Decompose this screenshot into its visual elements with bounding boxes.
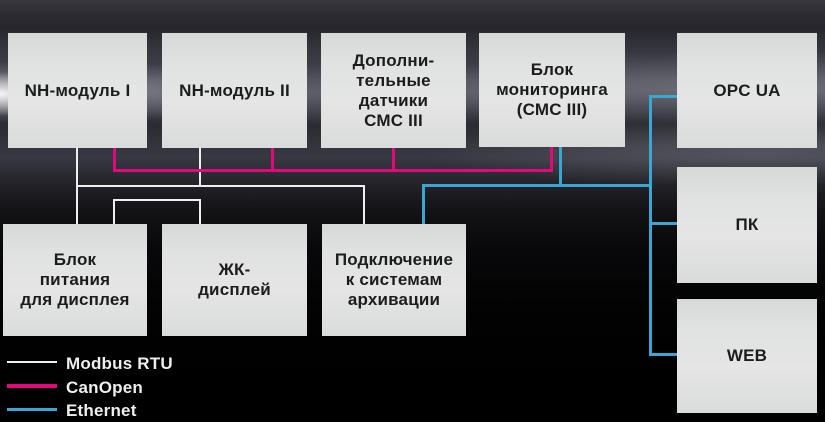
ethernet-line-segment — [649, 95, 677, 98]
box-label-line: Дополни- — [352, 50, 435, 70]
box-monitoring-unit: Блок мониторинга (СМС III) — [479, 33, 625, 147]
box-label-line: Блок — [530, 60, 574, 79]
box-label-line: OPC UA — [713, 80, 781, 100]
box-label-line: СМС III — [364, 110, 423, 130]
box-label-line: (СМС III) — [516, 100, 588, 119]
ethernet-line-segment — [422, 184, 652, 187]
canopen-legend-line — [7, 384, 57, 388]
ethernet-legend-line — [7, 408, 57, 411]
canopen-line-segment — [113, 148, 116, 172]
box-label-line: WEB — [726, 346, 768, 365]
box-label-line: мониторинга — [496, 80, 608, 99]
box-label-line: тельные — [356, 70, 431, 90]
box-archiving-systems: Подключение к системам архивации — [322, 224, 466, 336]
canopen-line-segment — [113, 169, 553, 172]
canopen-legend-label: CanOpen — [66, 378, 143, 397]
modbus-line-segment — [363, 185, 365, 224]
canopen-line-segment — [392, 148, 395, 172]
ethernet-line-segment — [649, 222, 677, 225]
canopen-line-segment — [550, 147, 553, 172]
modbus-line-segment — [199, 199, 201, 224]
box-label-line: для дисплея — [20, 290, 130, 309]
box-label-line: датчики — [358, 90, 429, 110]
box-pc: ПК — [677, 167, 817, 283]
box-label-line: Подключение — [334, 250, 454, 269]
box-opc-ua: OPC UA — [677, 33, 817, 148]
box-nh-module-2: NH-модуль II — [162, 33, 307, 148]
modbus-line-segment — [76, 185, 365, 187]
box-additional-sensors: Дополни- тельные датчики СМС III — [321, 33, 466, 148]
ethernet-line-segment — [422, 184, 425, 224]
box-label-line: ПК — [735, 215, 759, 234]
ethernet-line-segment — [559, 147, 562, 187]
ethernet-line-segment — [649, 353, 677, 356]
box-label-line: дисплей — [198, 280, 271, 299]
modbus-legend-line — [7, 361, 57, 363]
modbus-line-segment — [113, 199, 115, 224]
ethernet-legend-label: Ethernet — [66, 401, 137, 420]
box-label-line: Блок — [53, 250, 97, 269]
box-label-line: NH-модуль II — [179, 80, 290, 100]
box-lcd-display: ЖК- дисплей — [162, 224, 307, 336]
box-label-line: NH-модуль I — [24, 80, 131, 100]
ethernet-line-segment — [649, 95, 652, 356]
box-label-line: ЖК- — [218, 260, 251, 279]
box-power-supply: Блок питания для дисплея — [3, 224, 147, 336]
modbus-line-segment — [199, 148, 201, 187]
box-label-line: архивации — [347, 290, 441, 309]
box-label-line: к системам — [345, 270, 443, 289]
canopen-line-segment — [271, 148, 274, 172]
box-web: WEB — [677, 299, 817, 413]
modbus-line-segment — [113, 199, 201, 201]
box-nh-module-1: NH-модуль I — [8, 33, 147, 148]
modbus-legend-label: Modbus RTU — [66, 354, 173, 373]
box-label-line: питания — [39, 270, 111, 289]
